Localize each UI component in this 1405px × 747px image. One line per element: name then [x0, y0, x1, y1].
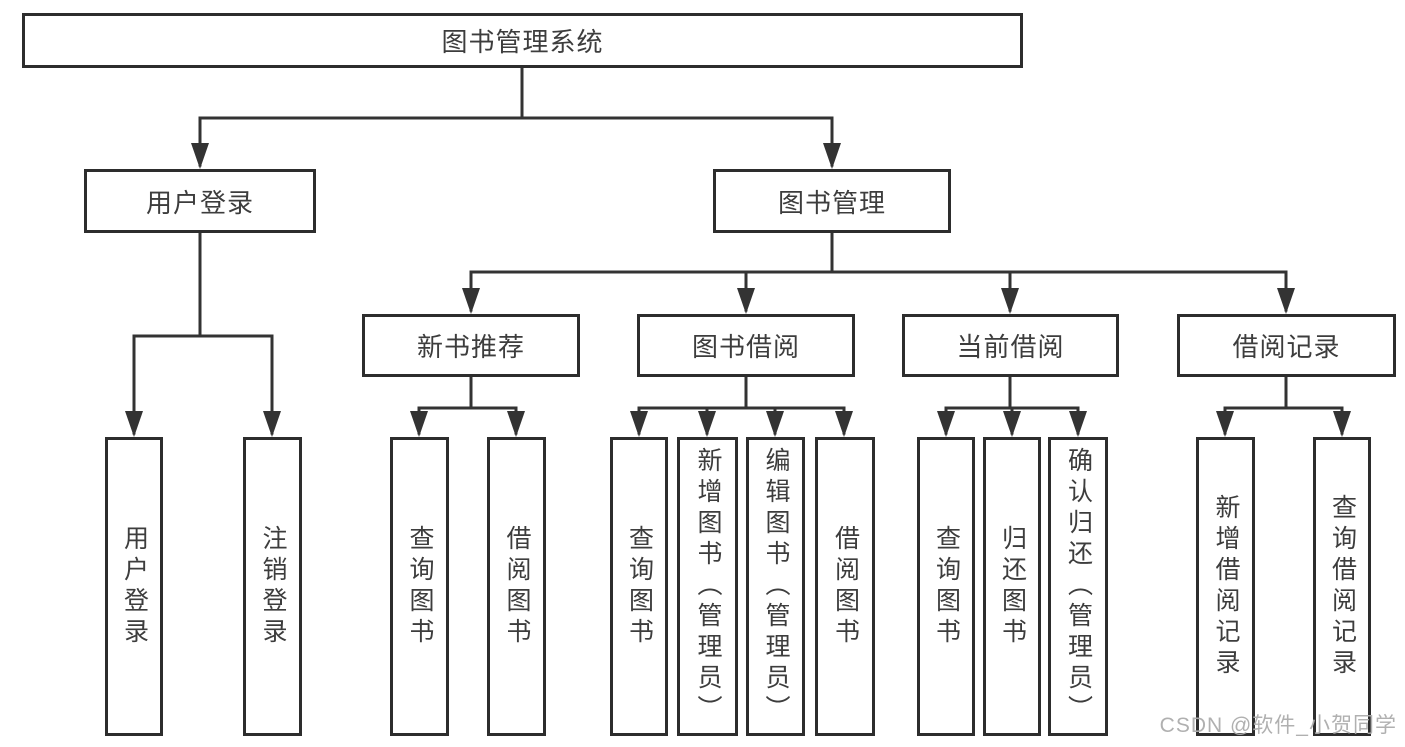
arrowheads: [125, 143, 1351, 437]
leaf-borrow-edit-book-admin: 编辑图书（管理员）: [746, 437, 805, 736]
leaf-current-return-book: 归还图书: [983, 437, 1041, 736]
leaf-recommend-query-book: 查询图书: [390, 437, 449, 736]
tree-edges: [132, 66, 1344, 435]
leaf-record-query-borrow-record: 查询借阅记录: [1313, 437, 1371, 736]
node-root-library-management-system: 图书管理系统: [22, 13, 1023, 68]
leaf-record-add-borrow-record: 新增借阅记录: [1196, 437, 1255, 736]
leaf-current-query-book: 查询图书: [917, 437, 975, 736]
leaf-borrow-add-book-admin: 新增图书（管理员）: [677, 437, 738, 736]
csdn-watermark: CSDN @软件_小贺同学: [1159, 714, 1397, 737]
leaf-recommend-borrow-book: 借阅图书: [487, 437, 546, 736]
node-user-login-branch: 用户登录: [84, 169, 316, 233]
leaf-current-confirm-return-admin: 确认归还（管理员）: [1048, 437, 1108, 736]
leaf-borrow-query-book: 查询图书: [610, 437, 668, 736]
node-new-book-recommend: 新书推荐: [362, 314, 580, 377]
node-book-management-branch: 图书管理: [713, 169, 951, 233]
node-current-borrow: 当前借阅: [902, 314, 1119, 377]
node-book-borrow: 图书借阅: [637, 314, 855, 377]
leaf-user-login: 用户登录: [105, 437, 163, 736]
node-borrow-record: 借阅记录: [1177, 314, 1396, 377]
leaf-logout: 注销登录: [243, 437, 302, 736]
leaf-borrow-borrow-book: 借阅图书: [815, 437, 875, 736]
